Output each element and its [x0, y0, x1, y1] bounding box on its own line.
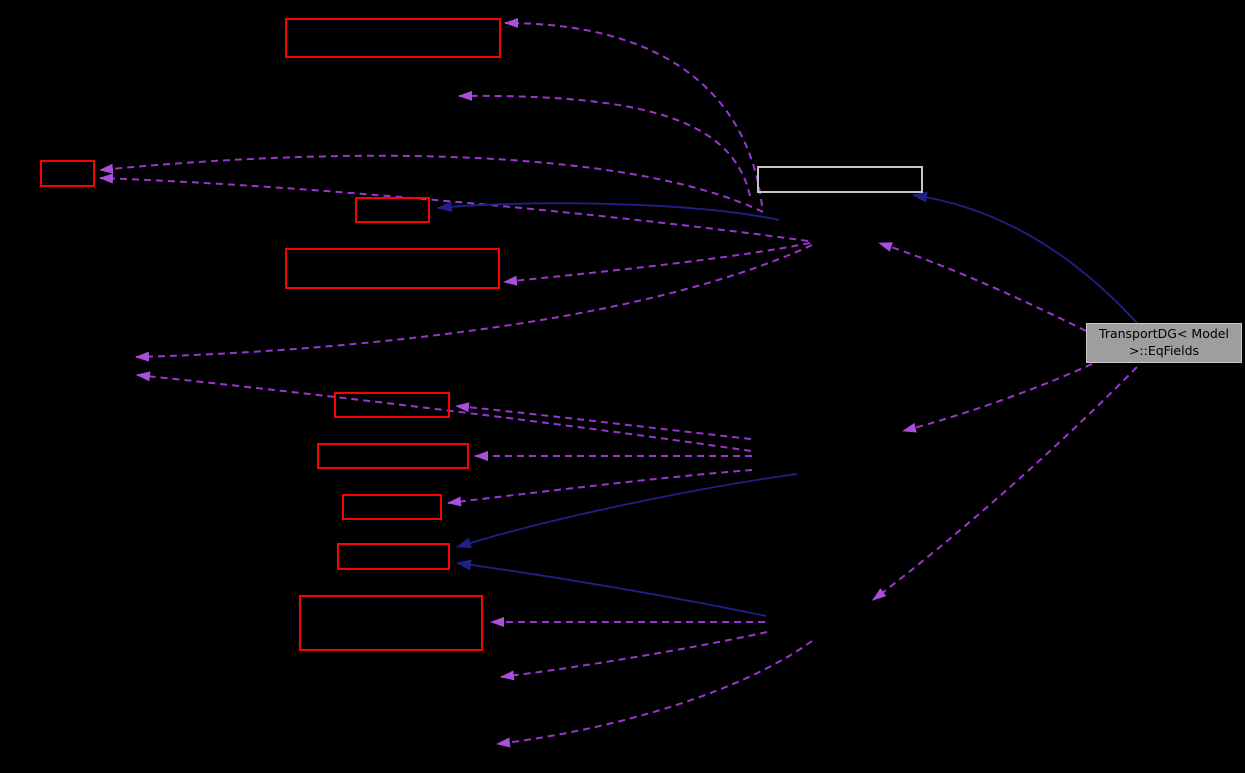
- red-class-node-1[interactable]: [285, 18, 501, 58]
- usage-edge-hub1-from-main: [878, 242, 1087, 332]
- red-class-node-2[interactable]: [40, 160, 95, 187]
- plain-class-node[interactable]: [757, 166, 923, 193]
- usage-edge-bottom-hidden-2: [496, 640, 813, 748]
- usage-edge-box5: [455, 402, 752, 440]
- usage-edge-hub3-from-main: [902, 363, 1093, 433]
- red-class-node-7[interactable]: [342, 494, 442, 520]
- current-class-node: TransportDG< Model >::EqFields: [1086, 323, 1242, 363]
- red-class-node-6[interactable]: [317, 443, 469, 469]
- red-class-node-3[interactable]: [355, 197, 430, 223]
- inheritance-edge-box8-lower: [456, 559, 767, 617]
- usage-edge-top-box1: [504, 18, 763, 207]
- inheritance-edge-box8-upper: [456, 473, 798, 549]
- usage-edge-left-box2-upper: [99, 154, 764, 213]
- red-class-node-8[interactable]: [337, 543, 450, 570]
- current-class-label-line1: TransportDG< Model: [1099, 326, 1229, 341]
- inheritance-edge-plain-from-main: [912, 191, 1138, 324]
- red-class-node-5[interactable]: [334, 392, 450, 418]
- usage-edge-box4: [503, 242, 811, 286]
- red-class-node-4[interactable]: [285, 248, 500, 289]
- usage-edge-left-box2-lower: [99, 173, 809, 242]
- usage-edge-far-left-1: [135, 244, 813, 362]
- usage-edge-bottom-hidden-1: [500, 631, 768, 681]
- usage-edge-hub2-from-main: [872, 366, 1138, 601]
- usage-edge-box7: [447, 469, 753, 507]
- red-class-node-9[interactable]: [299, 595, 483, 651]
- current-class-label-line2: >::EqFields: [1128, 342, 1200, 358]
- inheritance-edge-box3: [437, 201, 780, 221]
- usage-edge-top-hidden: [458, 90, 751, 197]
